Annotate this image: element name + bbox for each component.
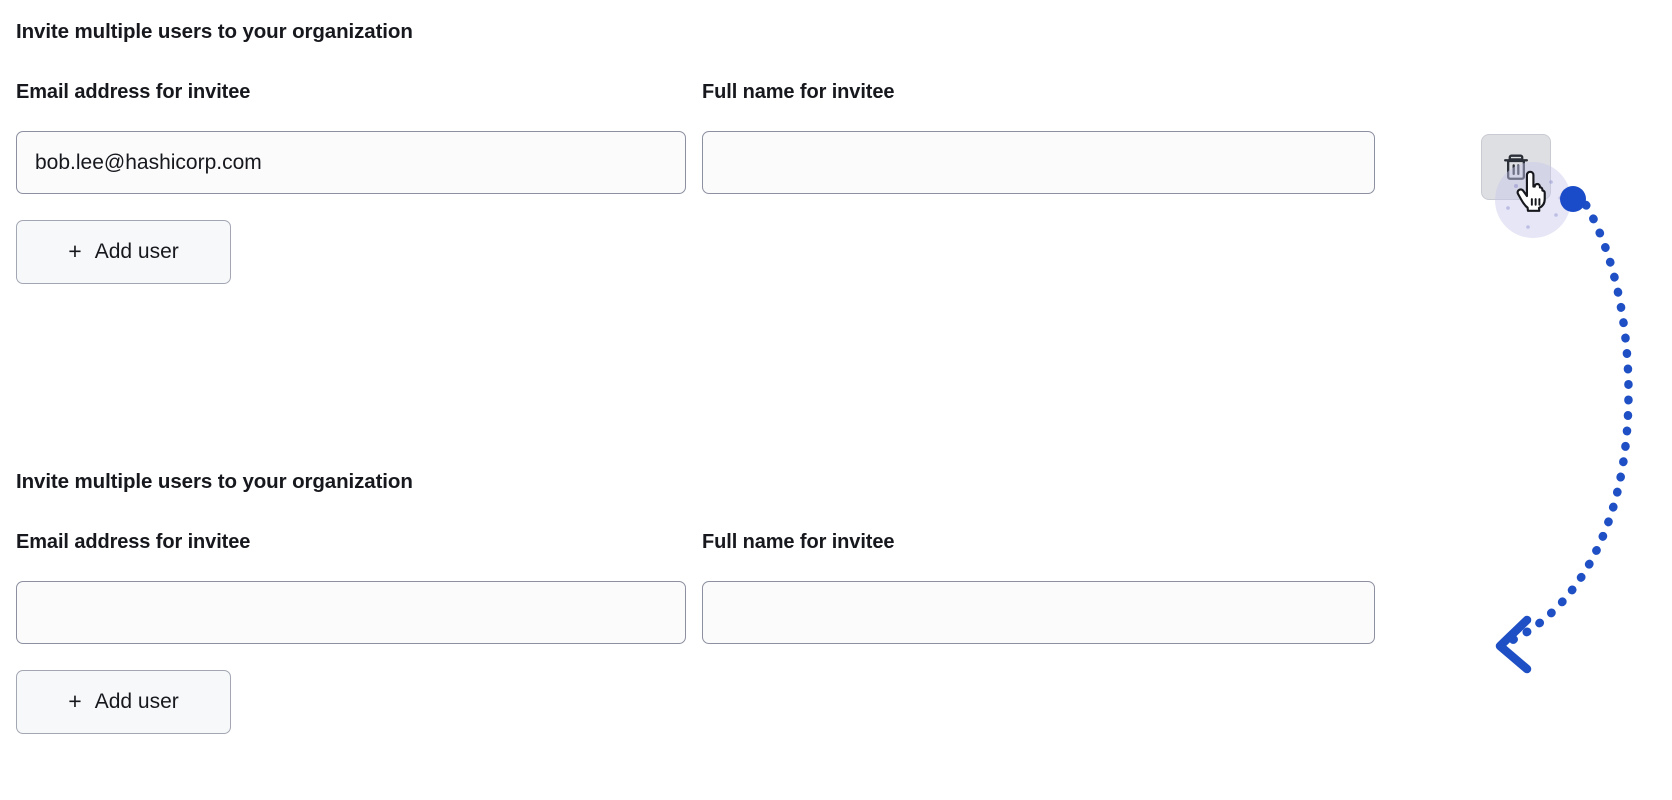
delete-row-button[interactable] — [1481, 134, 1551, 200]
page-title-2: Invite multiple users to your organizati… — [16, 470, 413, 493]
email-field-label: Email address for invitee — [16, 81, 251, 103]
plus-icon-2: + — [68, 687, 82, 714]
fullname-field-label-2: Full name for invitee — [702, 531, 895, 553]
blue-dot-marker — [1560, 186, 1586, 212]
email-field-label-2: Email address for invitee — [16, 531, 251, 553]
add-user-button-2[interactable]: + Add user — [16, 670, 231, 734]
email-input-2[interactable] — [16, 581, 686, 644]
add-user-button[interactable]: + Add user — [16, 220, 231, 284]
email-input[interactable] — [16, 131, 686, 194]
dotted-curved-arrow — [1495, 200, 1633, 674]
page-title: Invite multiple users to your organizati… — [16, 20, 413, 43]
fullname-input[interactable] — [702, 131, 1375, 194]
plus-icon: + — [68, 237, 82, 264]
trash-icon — [1502, 152, 1530, 182]
add-user-label-2: Add user — [94, 690, 179, 713]
fullname-field-label: Full name for invitee — [702, 81, 895, 103]
fullname-input-2[interactable] — [702, 581, 1375, 644]
add-user-label: Add user — [94, 240, 179, 263]
